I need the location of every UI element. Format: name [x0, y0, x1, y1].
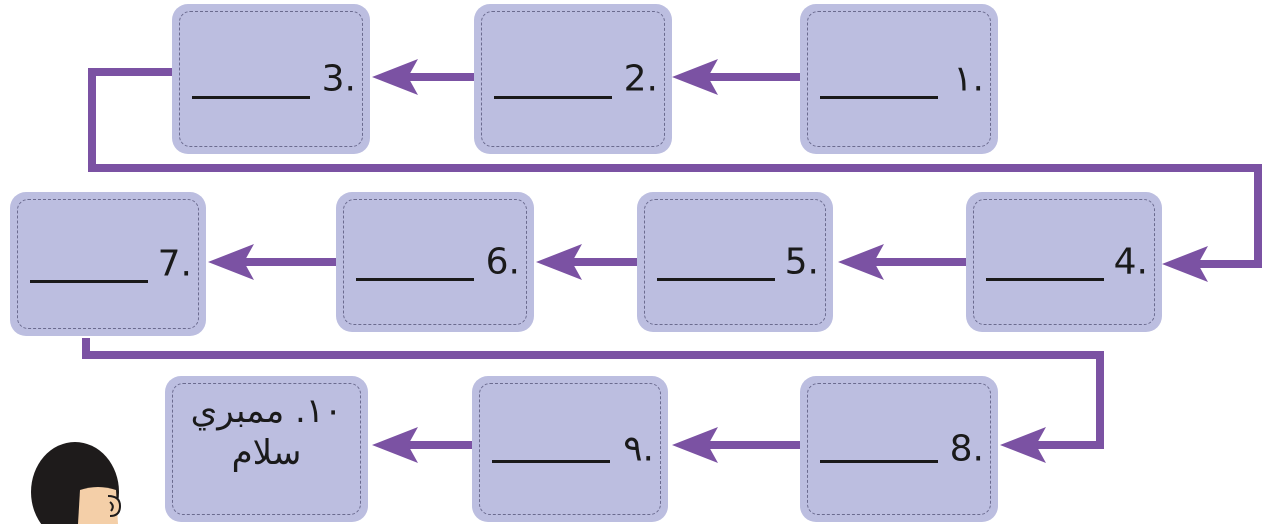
step-number: 7.	[157, 243, 192, 285]
connector-7-to-8	[82, 338, 1104, 463]
answer-blank	[356, 278, 474, 281]
answer-blank	[820, 96, 938, 99]
step-number: 6.	[485, 241, 520, 283]
answer-blank	[820, 460, 938, 463]
step-10-text: ١٠. ممبري سلام	[165, 390, 368, 474]
arrow-4-to-5	[838, 244, 966, 280]
step-10-line-2: سلام	[231, 433, 302, 473]
step-card-2: 2.	[474, 4, 672, 154]
answer-blank	[494, 96, 612, 99]
card-dashed-border	[179, 11, 363, 147]
step-number: 8.	[949, 428, 984, 470]
answer-blank	[192, 96, 310, 99]
step-number: ١.	[953, 58, 984, 100]
step-card-1: ١.	[800, 4, 998, 154]
card-dashed-border	[481, 11, 665, 147]
boy-head-icon	[31, 442, 122, 524]
step-number: ٩.	[623, 428, 654, 470]
card-dashed-border	[17, 199, 199, 329]
card-dashed-border	[807, 11, 991, 147]
step-card-9: ٩.	[472, 376, 668, 522]
arrow-5-to-6	[536, 244, 637, 280]
arrow-1-to-2	[672, 59, 800, 95]
step-10-line-1: ١٠. ممبري	[190, 391, 343, 431]
step-card-5: 5.	[637, 192, 833, 332]
step-card-3: 3.	[172, 4, 370, 154]
step-card-8: 8.	[800, 376, 998, 522]
arrow-8-to-9	[672, 427, 800, 463]
answer-blank	[986, 278, 1104, 281]
step-number: 5.	[784, 241, 819, 283]
answer-blank	[657, 278, 775, 281]
step-card-7: 7.	[10, 192, 206, 336]
card-dashed-border	[973, 199, 1155, 325]
step-number: 3.	[321, 58, 356, 100]
card-dashed-border	[479, 383, 661, 515]
connector-3-to-4	[88, 68, 1262, 282]
step-card-6: 6.	[336, 192, 534, 332]
card-dashed-border	[644, 199, 826, 325]
step-number: 4.	[1113, 241, 1148, 283]
answer-blank	[492, 460, 610, 463]
step-number: 2.	[623, 58, 658, 100]
card-dashed-border	[807, 383, 991, 515]
card-dashed-border	[343, 199, 527, 325]
arrow-6-to-7	[208, 244, 336, 280]
step-card-4: 4.	[966, 192, 1162, 332]
arrow-9-to-10	[372, 427, 472, 463]
arrow-2-to-3	[372, 59, 474, 95]
answer-blank	[30, 280, 148, 283]
step-card-10: ١٠. ممبري سلام	[165, 376, 368, 522]
card-dashed-border	[172, 383, 361, 515]
